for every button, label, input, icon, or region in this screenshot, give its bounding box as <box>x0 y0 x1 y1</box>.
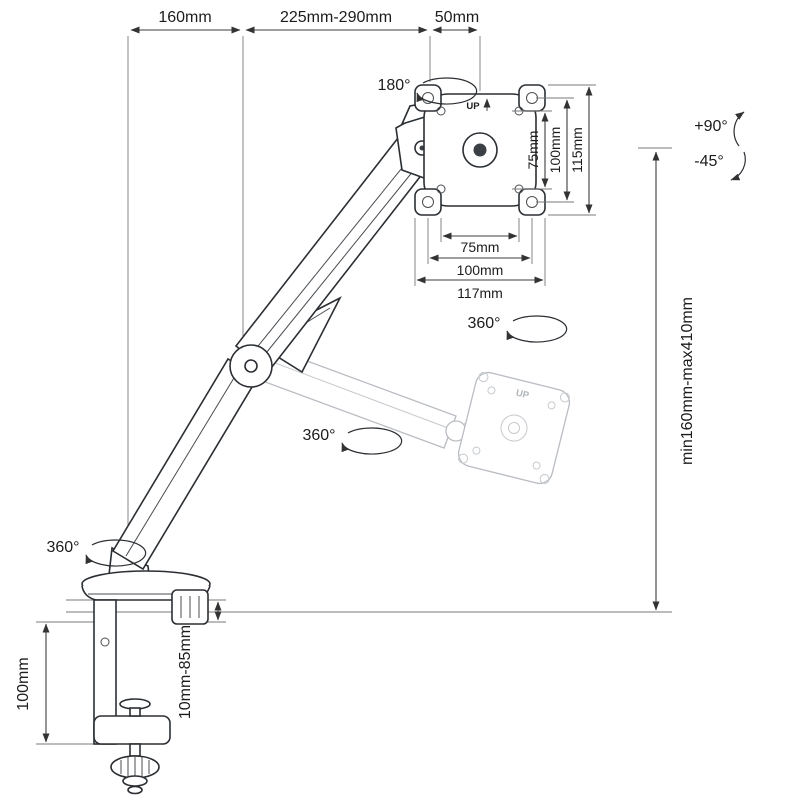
dim-50mm-label: 50mm <box>435 9 479 26</box>
clamp-bottom-arm <box>93 715 171 745</box>
ghost-vesa-plate: UP <box>457 371 571 485</box>
dim-vesa-117mm-h-label: 117mm <box>457 285 503 301</box>
dim-clamp-100mm-label: 100mm <box>15 657 32 710</box>
tilt-up-label: +90° <box>694 118 728 135</box>
dim-desk-thickness-label: 10mm-85mm <box>177 625 194 719</box>
rotate-360-arm-arc-icon <box>341 427 403 455</box>
vesa-plate-front: UP <box>414 84 546 216</box>
lower-arm <box>111 357 260 571</box>
rotate-360-vesa-arc-icon <box>506 315 568 343</box>
tilt-up-arrow-icon <box>733 111 745 147</box>
ghost-up-label: UP <box>515 388 531 402</box>
dim-160mm-label: 160mm <box>158 9 211 26</box>
tilt-down-label: -45° <box>694 153 724 170</box>
clamp-screw <box>129 743 141 757</box>
dim-vesa-75mm-v-label: 75mm <box>525 131 541 170</box>
dim-vesa-100mm-h-label: 100mm <box>457 262 504 278</box>
rotate-360-base-arc-icon <box>85 539 147 567</box>
rotation-180-label: 180° <box>377 77 410 94</box>
up-label: UP <box>466 101 480 112</box>
rotation-360-vesa-label: 360° <box>467 315 500 332</box>
rotation-360-arm-label: 360° <box>302 427 335 444</box>
dim-vesa-100mm-v-label: 100mm <box>547 127 563 174</box>
rotate-180-arc-icon <box>416 77 478 105</box>
rotation-annotations: 180° 360° 360° 360° +90° -45° <box>46 77 746 567</box>
dimensions: 160mm 225mm-290mm 50mm 75mm 100mm 115mm … <box>15 9 696 743</box>
dim-vesa-75mm-h-label: 75mm <box>461 239 500 255</box>
dim-vesa-115mm-v-label: 115mm <box>569 127 585 173</box>
rotation-360-base-label: 360° <box>46 539 79 556</box>
dim-225-290mm-label: 225mm-290mm <box>280 9 392 26</box>
dim-height-range-label: min160mm-max410mm <box>679 297 696 465</box>
tilt-down-arrow-icon <box>730 151 746 181</box>
arm-assembly <box>81 100 443 795</box>
